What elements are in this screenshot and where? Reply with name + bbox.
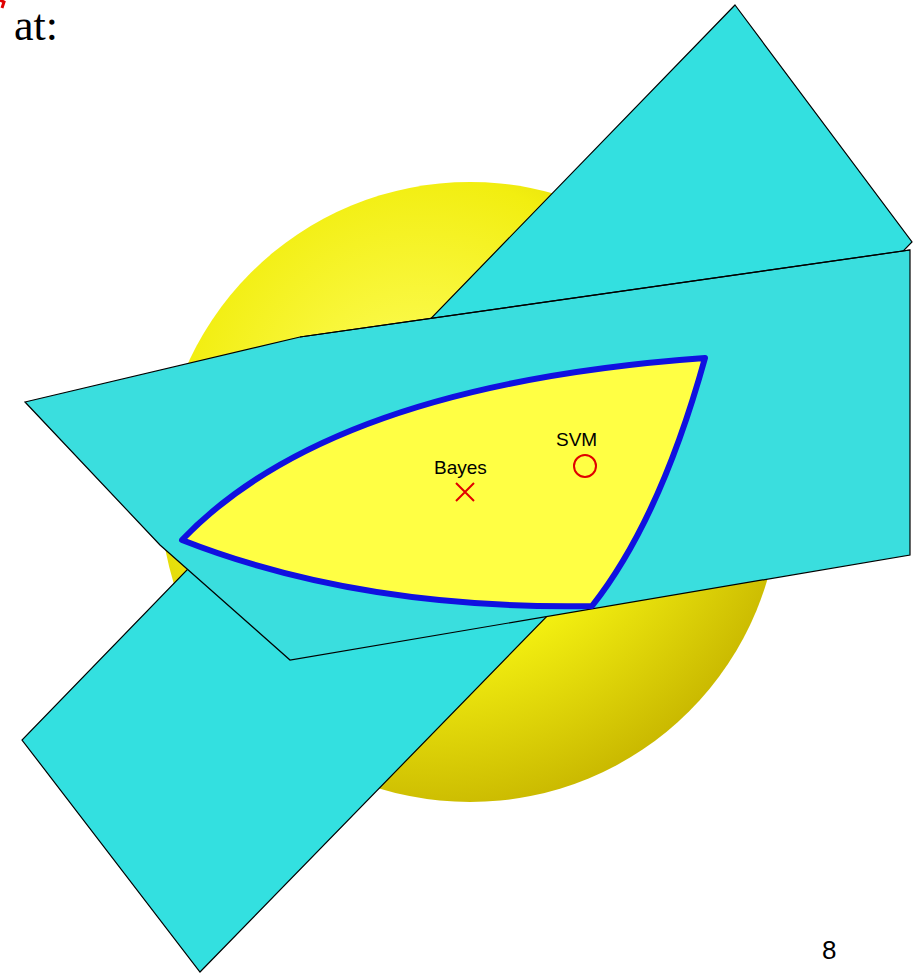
plane [25, 250, 910, 660]
bayes-point [456, 483, 474, 501]
page-number: 8 [822, 936, 836, 965]
red-mark [0, 0, 4, 8]
slide-text: at: [14, 2, 58, 50]
plane-edge [300, 250, 910, 337]
point-label: SVM [556, 430, 597, 451]
point-label: Bayes [434, 458, 487, 479]
version-space-region [182, 358, 705, 606]
svm-point [574, 455, 596, 477]
plane [22, 5, 912, 972]
